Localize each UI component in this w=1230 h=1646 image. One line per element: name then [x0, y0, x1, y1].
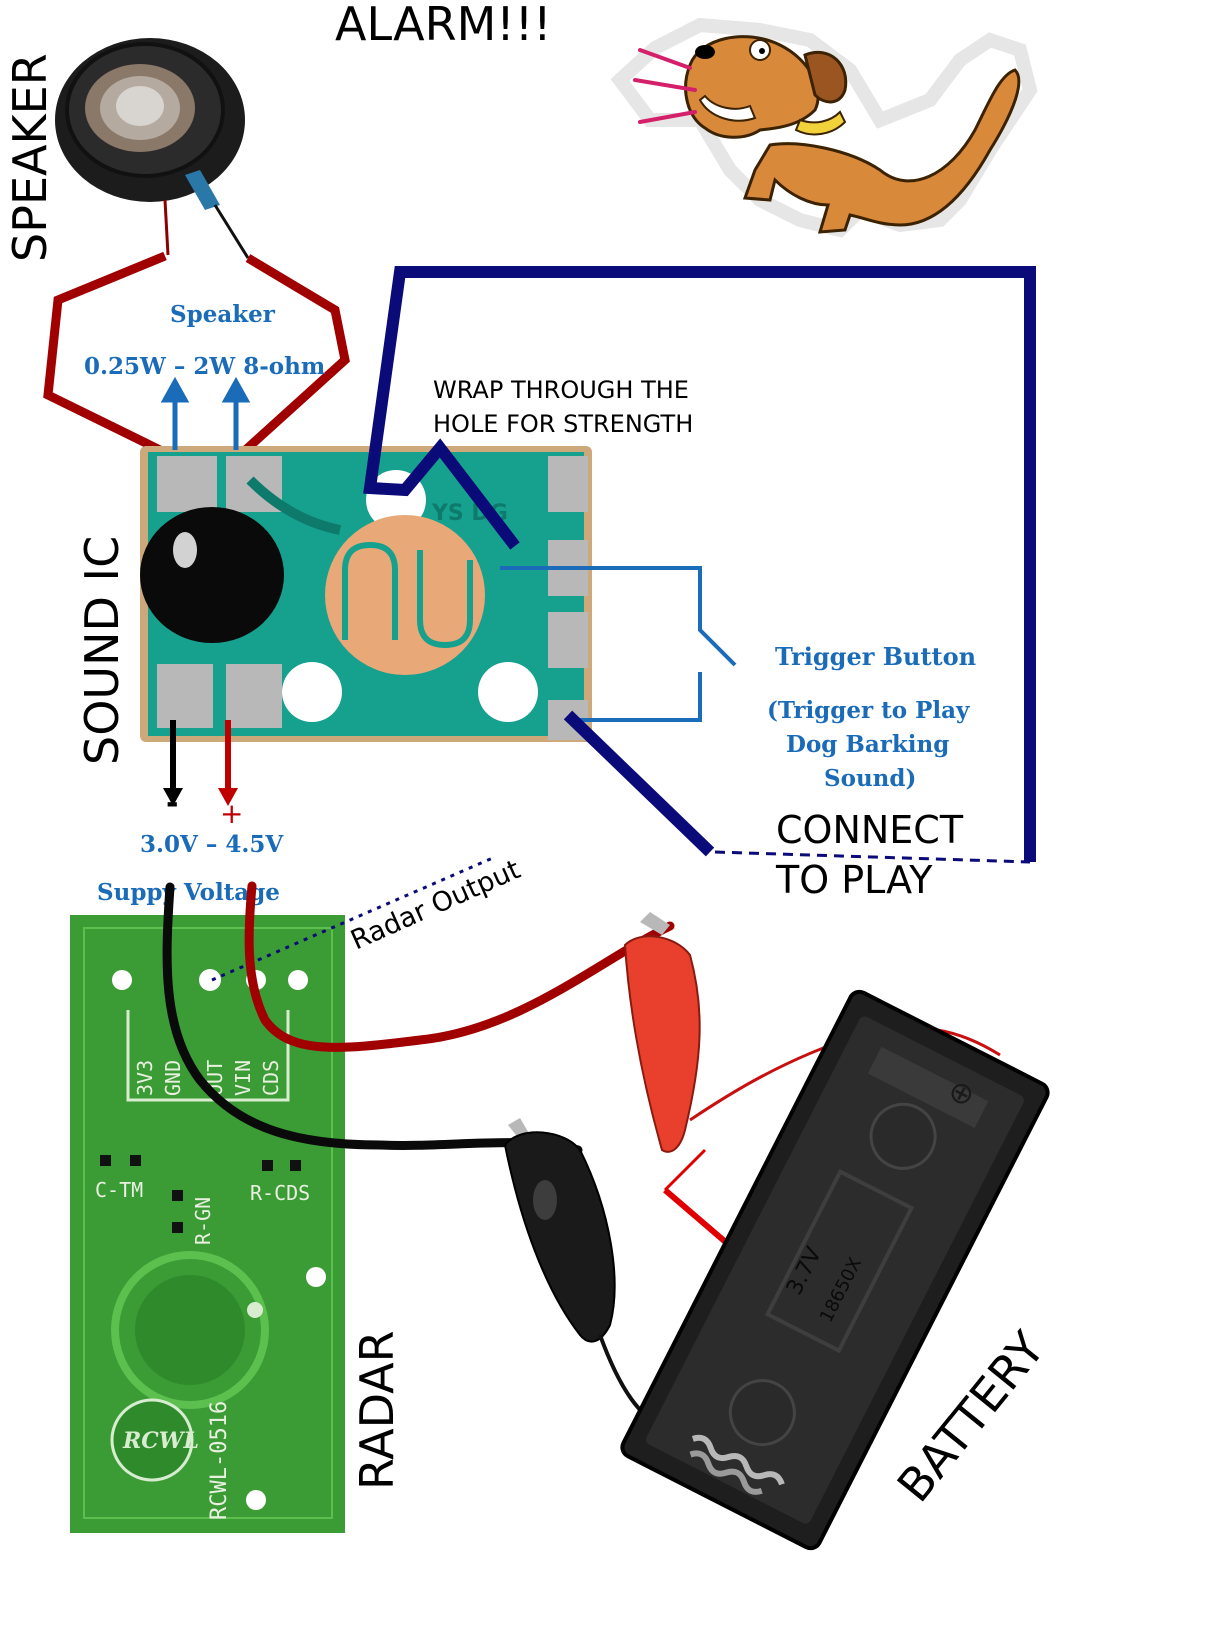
pad-plus	[226, 664, 282, 728]
wrap-instruction-line1: WRAP THROUGH THE	[433, 376, 689, 404]
plus-sign: +	[220, 797, 243, 830]
sound-ic-label: SOUND IC	[75, 536, 129, 765]
sound-ic-board: YS DG	[140, 446, 592, 742]
trigger-note-line2: Dog Barking	[786, 731, 949, 758]
dog-ear	[803, 51, 848, 104]
speaker-wire-left	[43, 251, 167, 455]
connect-to-play-gap	[714, 850, 1031, 864]
connect-to-play-line2: TO PLAY	[775, 858, 933, 902]
chip-blob	[140, 507, 284, 643]
speaker-label: SPEAKER	[3, 53, 57, 262]
supply-voltage-range: 3.0V – 4.5V	[140, 831, 284, 858]
svg-text:CDS: CDS	[259, 1060, 283, 1096]
alarm-title: ALARM!!!	[335, 0, 552, 51]
connect-to-play-line1: CONNECT	[776, 808, 964, 852]
svg-text:C-TM: C-TM	[95, 1178, 143, 1202]
barking-dog-illustration	[610, 17, 1038, 238]
speaker-arrows	[160, 376, 251, 450]
radar-output-indicator	[211, 855, 496, 982]
bark-lines	[633, 48, 697, 124]
radar-label: RADAR	[350, 1330, 404, 1490]
radar-model-text: RCWL-0516	[207, 1401, 232, 1520]
svg-text:RCWL: RCWL	[122, 1428, 199, 1454]
trigger-note-line1: (Trigger to Play	[767, 697, 970, 724]
dog-collar	[794, 110, 847, 136]
svg-text:3V3: 3V3	[133, 1060, 157, 1096]
pad-speaker-1	[157, 456, 217, 512]
ground-wire	[162, 882, 583, 1155]
trigger-note-line3: Sound)	[824, 765, 916, 792]
battery-holder: ⊕ 3.7V 18650X	[620, 989, 1050, 1551]
pin-out-hole	[199, 969, 221, 991]
speaker-tab	[185, 170, 220, 210]
svg-text:GND: GND	[161, 1060, 185, 1096]
wrap-instruction-line2: HOLE FOR STRENGTH	[433, 410, 693, 438]
svg-text:R-GN: R-GN	[191, 1197, 215, 1245]
trigger-button-title: Trigger Button	[775, 642, 976, 671]
speaker-wire-right	[236, 254, 350, 459]
radar-output-label: Radar Output	[346, 854, 525, 956]
trigger-wire	[363, 266, 1036, 864]
speaker-spec-rating: 0.25W – 2W 8-ohm	[84, 353, 325, 380]
dog-body	[742, 68, 1021, 234]
radar-antenna-ring	[111, 1251, 269, 1409]
radar-board: 3V3 GND OUT VIN CDS C-TM R-GN R-CDS RCWL…	[70, 915, 345, 1533]
svg-text:R-CDS: R-CDS	[250, 1181, 310, 1205]
trigger-switch-schematic	[500, 566, 737, 722]
positive-wire	[244, 881, 675, 1052]
svg-text:VIN: VIN	[231, 1060, 255, 1096]
dog-teeth	[698, 94, 757, 122]
minus-sign: -	[166, 786, 178, 821]
dog-nose	[695, 45, 715, 59]
speaker-spec-title: Speaker	[170, 301, 276, 328]
rcwl-logo	[110, 1398, 194, 1482]
trigger-contact	[325, 515, 485, 675]
pad-minus	[157, 664, 213, 728]
power-arrows	[163, 720, 238, 806]
speaker-photo	[55, 38, 250, 259]
